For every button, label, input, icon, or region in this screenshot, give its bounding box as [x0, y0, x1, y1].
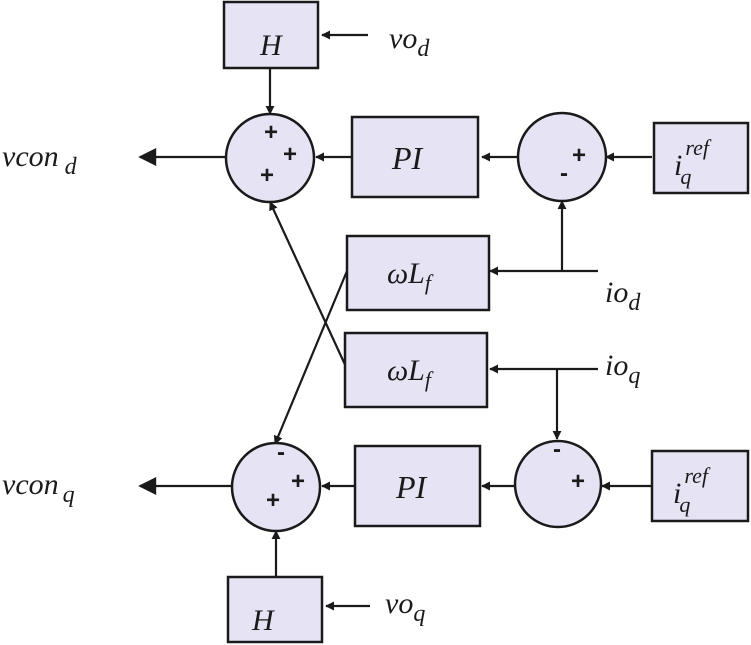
pi-block-top-label: PI [391, 140, 424, 176]
h-block-bottom-label: H [251, 604, 276, 637]
summing-junction-d: + + + [224, 112, 316, 204]
sum-d-sign-right: + [283, 141, 297, 168]
pi-block-bottom-label: PI [395, 469, 428, 505]
wlf-top-label: ωLf [387, 257, 434, 295]
wlf-block-top: ωLf [345, 234, 491, 312]
sum-d-sign-bottom: + [260, 162, 274, 189]
err-d-sign-plus: + [572, 142, 586, 169]
vo-q-label: voq [385, 587, 425, 627]
wlf-bottom-label: ωLf [387, 354, 434, 392]
sum-q-sign-bottom: + [266, 487, 280, 514]
wlf-block-bottom: ωLf [343, 331, 489, 409]
sum-q-sign-right: + [291, 468, 305, 495]
h-block-top-label: H [259, 29, 284, 62]
err-d-sign-minus: - [560, 160, 568, 187]
error-junction-q: - + [513, 436, 603, 529]
iqref-top-label: iqref [674, 135, 712, 189]
err-q-sign-plus: + [571, 468, 585, 495]
wire-wlf-top-to-sum-q [273, 270, 349, 445]
iqref-block-top: iqref [652, 121, 750, 195]
sum-q-sign-top: - [277, 439, 285, 466]
sum-d-sign-top: + [264, 119, 278, 146]
iqref-bottom-label: iqref [673, 463, 711, 517]
h-block-top: H [222, 0, 320, 70]
summing-junction-q: - + + [230, 439, 322, 533]
pi-block-bottom: PI [353, 444, 482, 528]
iqref-block-bottom: iqref [650, 449, 750, 523]
io-d-label: iod [605, 276, 641, 316]
err-q-sign-minus: - [553, 436, 561, 463]
vo-d-label: vod [389, 22, 430, 62]
error-junction-d: + - [516, 111, 608, 203]
h-block-bottom: H [226, 575, 324, 644]
wire-wlf-bottom-to-sum-d [269, 201, 348, 370]
pi-block-top: PI [350, 115, 480, 199]
io-q-label: ioq [605, 349, 640, 389]
